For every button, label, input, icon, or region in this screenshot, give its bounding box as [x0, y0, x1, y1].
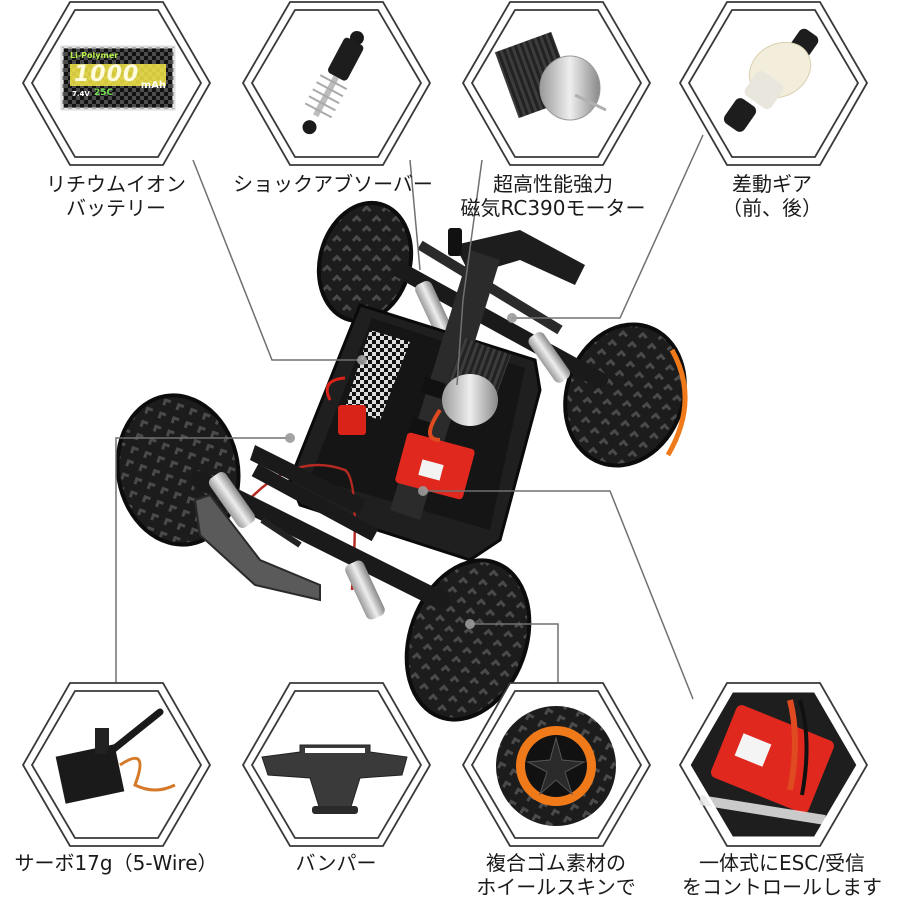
- label-esc: 一体式にESC/受信 をコントロールします: [664, 851, 900, 899]
- label-esc-line1: 一体式にESC/受信: [698, 851, 866, 875]
- label-motor-line2: 磁気RC390モーター: [460, 196, 646, 220]
- servo-icon: [55, 708, 176, 804]
- label-wheel-line2: ホイールスキンで: [476, 875, 636, 899]
- battery-icon: [60, 45, 176, 111]
- label-esc-line2: をコントロールします: [682, 875, 882, 899]
- bumper-icon: [261, 744, 408, 814]
- label-motor: 超高性能強力 磁気RC390モーター: [448, 172, 658, 220]
- label-diff-line2: （前、後）: [722, 196, 822, 220]
- hex-bumper: [241, 682, 432, 847]
- wheel-icon: [496, 706, 616, 826]
- callout-motor: [456, 159, 483, 386]
- motor-icon: [494, 31, 607, 121]
- battery-unit: mAh: [140, 80, 166, 91]
- esc-receiver-icon: [689, 691, 858, 838]
- label-bumper: バンパー: [236, 851, 436, 875]
- hex-motor: [461, 1, 652, 166]
- callout-esc: [423, 490, 694, 700]
- label-shock-line1: ショックアブソーバー: [233, 172, 433, 196]
- label-motor-line1: 超高性能強力: [493, 172, 613, 196]
- label-battery: リチウムイオン バッテリー: [16, 172, 216, 220]
- label-battery-line1: リチウムイオン: [46, 172, 186, 196]
- label-battery-line2: バッテリー: [66, 196, 166, 220]
- label-servo: サーボ17g（5-Wire）: [0, 851, 232, 875]
- hex-diff: [678, 1, 869, 166]
- callout-dots: [285, 313, 517, 629]
- label-diff-line1: 差動ギア: [732, 172, 812, 196]
- label-wheel-line1: 複合ゴム素材の: [486, 851, 626, 875]
- callout-shock: [409, 159, 421, 271]
- battery-rate: 25C: [94, 88, 114, 98]
- differential-gear-icon: [723, 28, 819, 132]
- hex-servo: [21, 682, 212, 847]
- callout-servo: [115, 437, 290, 683]
- battery-voltage: 7.4V: [72, 90, 90, 98]
- label-diff: 差動ギア （前、後）: [672, 172, 872, 220]
- shock-absorber-icon: [302, 30, 364, 135]
- label-servo-line1: サーボ17g（5-Wire）: [14, 851, 218, 875]
- hex-shock: [241, 1, 432, 166]
- hex-esc: [678, 682, 869, 847]
- hex-wheel: [461, 682, 652, 847]
- label-shock: ショックアブソーバー: [228, 172, 438, 196]
- wheel-rear-right: [563, 322, 688, 468]
- rc-car-chassis: [115, 200, 688, 722]
- battery-image-text: Li-Polymer 1000 mAh 7.4V 25C: [64, 50, 172, 108]
- label-bumper-line1: バンパー: [295, 851, 377, 875]
- callout-wheel: [470, 623, 559, 683]
- battery-brand: Li-Polymer: [70, 51, 119, 60]
- hex-battery: [21, 1, 212, 166]
- callout-diff: [512, 134, 704, 319]
- callout-battery: [192, 159, 362, 361]
- label-wheel: 複合ゴム素材の ホイールスキンで: [456, 851, 656, 899]
- battery-capacity: 1000: [74, 62, 140, 87]
- callout-lines: [115, 134, 704, 700]
